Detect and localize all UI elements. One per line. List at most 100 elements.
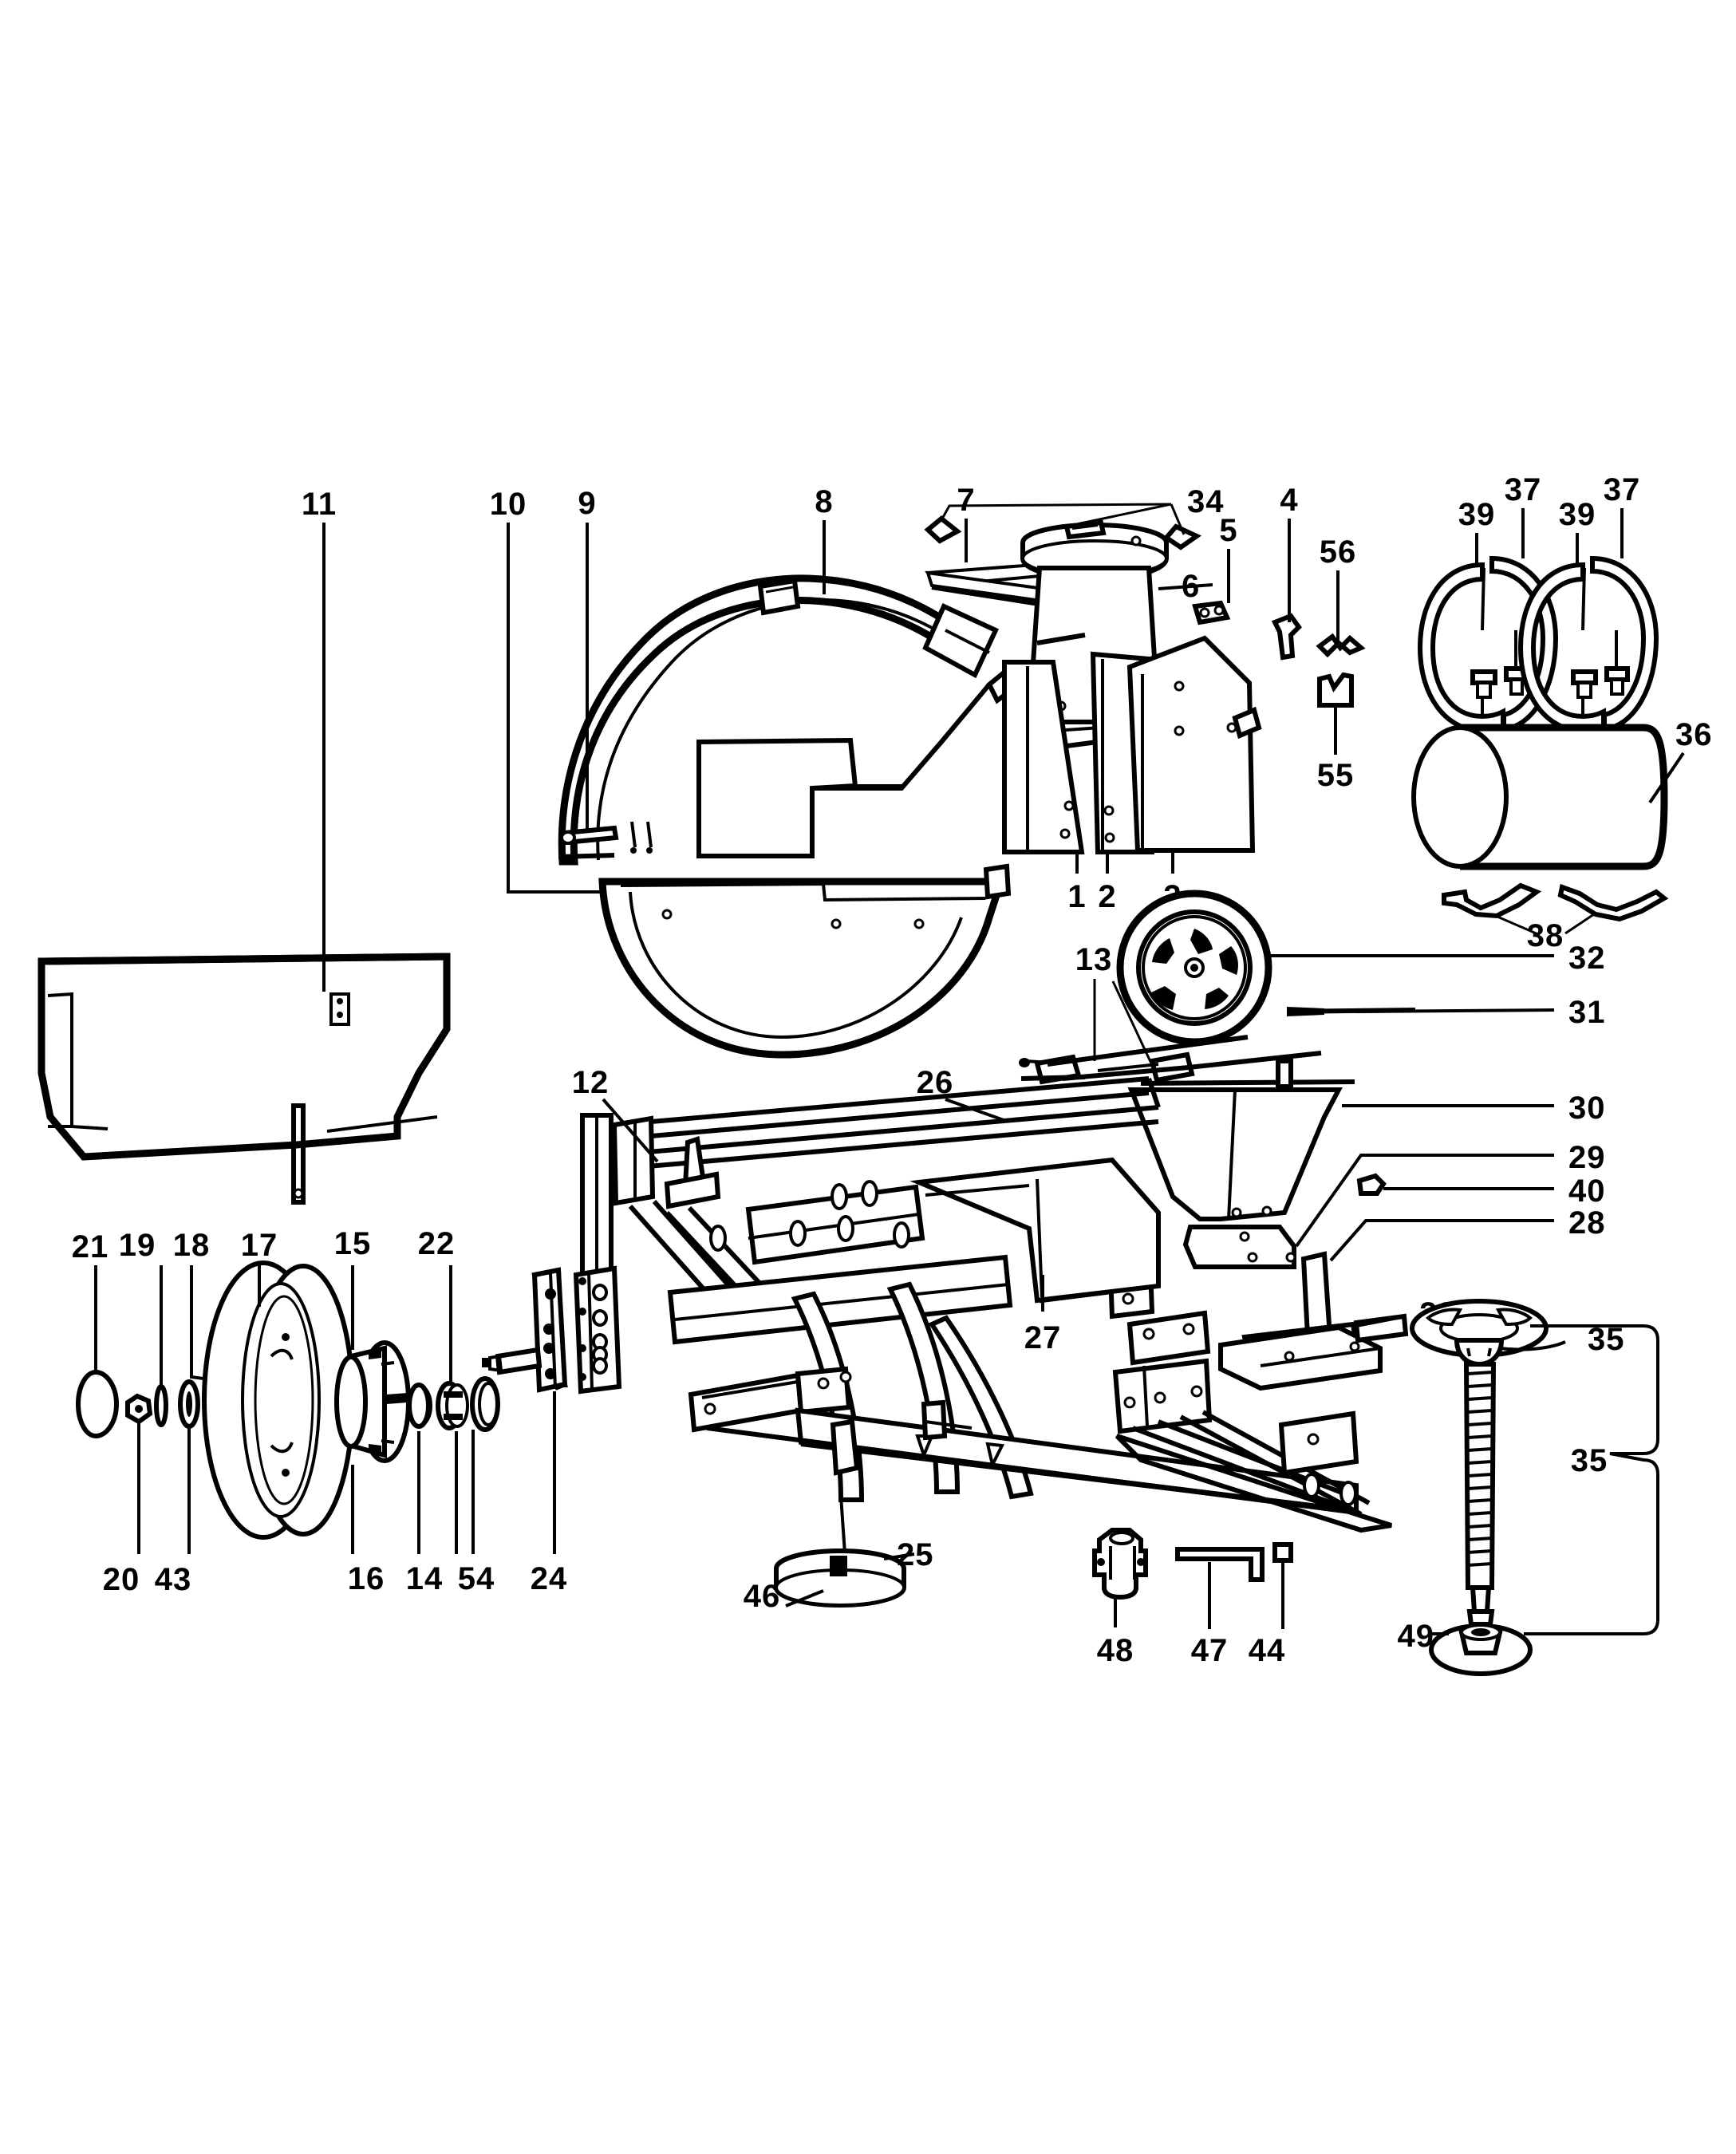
callout-label-1: 1 <box>1067 879 1086 914</box>
callout-label-5: 5 <box>1219 513 1237 548</box>
callout-label-56: 56 <box>1320 535 1357 570</box>
callout-label-23: 21 <box>72 1229 109 1264</box>
callout-label-49: 49 <box>1398 1619 1435 1654</box>
callout-label-24: 25 <box>897 1537 934 1572</box>
callout-37-left: 37 <box>1505 472 1542 558</box>
part-side-plate-right <box>1126 635 1262 853</box>
callout-label-21: 19 <box>119 1228 156 1263</box>
callout-label-39-right: 39 <box>1559 497 1596 532</box>
callout-20: 43 <box>155 1428 192 1597</box>
callout-2: 2 <box>1098 852 1116 914</box>
callout-30: 30 <box>1342 1091 1606 1126</box>
callout-label-22: 20 <box>103 1562 140 1597</box>
callout-label-14: 54 <box>458 1561 495 1596</box>
callout-label-12: 26 <box>917 1065 954 1100</box>
callout-46: 48 <box>1097 1597 1134 1668</box>
callout-11: 11 <box>302 487 336 992</box>
part-hex-key-wrench <box>1175 1547 1265 1582</box>
callout-label-48: 47 <box>1191 1633 1229 1668</box>
part-grease-seal <box>470 1376 500 1432</box>
callout-label-26: 27 <box>1024 1320 1062 1355</box>
part-latch-pin <box>1271 613 1302 661</box>
callout-label-8: 8 <box>815 484 833 519</box>
part-side-shield-panel <box>37 953 451 1205</box>
callout-label-13: 12 <box>572 1065 610 1100</box>
callout-label-2: 2 <box>1098 879 1116 914</box>
callout-5: 5 <box>1219 513 1237 603</box>
callout-label-20: 43 <box>155 1562 192 1597</box>
callout-label-55: 55 <box>1317 758 1355 793</box>
callout-label-30: 30 <box>1568 1091 1606 1126</box>
part-tongue-drawbar <box>688 1358 1392 1566</box>
callout-24: 25 <box>883 1537 934 1572</box>
callout-label-54: 24 <box>531 1561 568 1596</box>
callout-6: 6 <box>1158 569 1213 604</box>
part-nut-fastener <box>1356 1173 1387 1196</box>
callout-label-37-left: 37 <box>1505 472 1542 507</box>
callout-47: 44 <box>1249 1633 1286 1668</box>
part-wheel-rim <box>202 1260 355 1540</box>
callout-37-right: 37 <box>1604 472 1641 558</box>
callout-18: 17 <box>241 1228 278 1307</box>
part-bracket-small <box>1192 600 1231 625</box>
callout-40: 40 <box>1383 1174 1606 1209</box>
part-jack-screw-shaft <box>1463 1362 1497 1627</box>
part-castle-nut <box>125 1393 153 1425</box>
part-rod-pin <box>560 825 619 846</box>
part-hitch-coupler-block <box>1092 1528 1148 1600</box>
callout-label-19: 18 <box>173 1228 211 1263</box>
callout-label-46: 48 <box>1097 1633 1134 1668</box>
callout-label-35: 35 <box>1571 1443 1608 1478</box>
callout-15: 22 <box>418 1226 456 1385</box>
callout-9: 9 <box>578 486 596 830</box>
callout-label-40: 40 <box>1568 1174 1606 1209</box>
part-v-clip <box>1316 633 1366 658</box>
callout-39-right: 39 <box>1559 497 1596 565</box>
callout-label-18: 17 <box>241 1228 278 1263</box>
part-hub-cap <box>76 1370 120 1438</box>
callout-label-43: 16 <box>348 1561 385 1596</box>
callout-22: 20 <box>103 1423 140 1597</box>
part-main-frame-weldment <box>580 1076 1211 1502</box>
part-cotter-pin <box>154 1384 168 1427</box>
callout-17: 15 <box>334 1226 372 1554</box>
callout-55: 55 <box>1317 705 1355 793</box>
part-road-wheel-tire <box>1116 890 1272 1046</box>
part-bearing-outer <box>436 1381 469 1430</box>
callout-label-4: 4 <box>1280 483 1298 518</box>
part-bearing-cone <box>407 1383 433 1429</box>
callout-label-15: 22 <box>418 1226 456 1261</box>
callout-31: 31 <box>1355 995 1605 1030</box>
part-spindle-plate <box>482 1265 622 1395</box>
callout-26: 27 <box>1024 1275 1062 1355</box>
callout-44: 35 <box>1499 1322 1624 1357</box>
callout-label-47: 44 <box>1249 1633 1286 1668</box>
part-linkage-rods: 13 <box>1019 942 1322 1085</box>
callout-4: 4 <box>1280 483 1298 622</box>
callout-12: 26 <box>917 1065 1004 1122</box>
callout-21: 19 <box>119 1228 163 1388</box>
callout-label-32: 32 <box>1568 941 1606 976</box>
part-u-clip <box>1317 672 1354 708</box>
callout-label-16: 14 <box>406 1561 444 1596</box>
part-hopper-bracket <box>1182 1225 1296 1269</box>
callout-label-39-left: 39 <box>1458 497 1496 532</box>
part-band-clamp-outer-right <box>1590 555 1659 732</box>
callout-7: 7 <box>957 483 975 562</box>
part-jack-foot-plate <box>1429 1623 1533 1676</box>
callout-label-33: 13 <box>1075 942 1113 977</box>
callout-36: 36 <box>1648 717 1712 804</box>
callout-1: 1 <box>1067 852 1086 914</box>
callout-label-9: 9 <box>578 486 596 521</box>
callout-label-6: 6 <box>1182 569 1200 604</box>
callout-label-25: 46 <box>744 1579 781 1614</box>
part-tank-saddle-straps: 38 <box>1442 882 1669 953</box>
part-hopper-funnel <box>1127 1059 1355 1221</box>
callout-label-28: 28 <box>1568 1205 1606 1241</box>
callout-label-37-right: 37 <box>1604 472 1641 507</box>
callout-label-17: 15 <box>334 1226 372 1261</box>
callout-14: 54 <box>458 1430 495 1596</box>
callout-23: 21 <box>72 1229 109 1371</box>
